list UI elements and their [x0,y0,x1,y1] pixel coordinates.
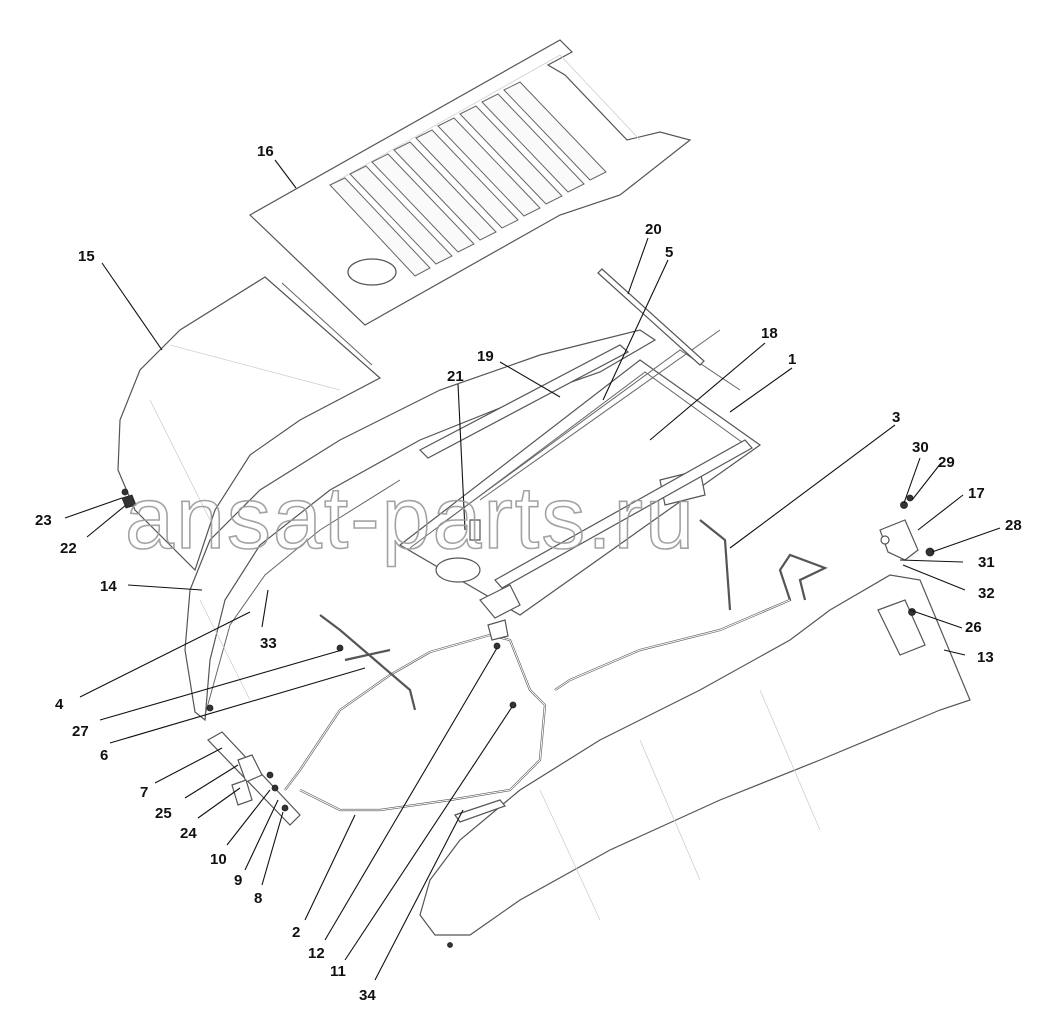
part-2-lower-tube-frame [284,619,547,812]
leader-lines [64,159,1001,981]
callout-14: 14 [100,578,117,595]
callout-9: 9 [234,872,242,889]
callout-1: 1 [788,351,796,368]
callout-25: 25 [155,805,172,822]
callout-28: 28 [1005,517,1022,534]
callout-15: 15 [78,248,95,265]
callout-8: 8 [254,890,262,907]
part-13-right-fender [419,574,971,936]
part-6-strut [319,614,417,711]
part-15-left-rear-shell [117,276,382,572]
callout-22: 22 [60,540,77,557]
callout-labels: 1 2 3 4 5 6 7 8 9 10 11 12 13 14 15 16 1… [35,143,1022,1004]
callout-5: 5 [665,244,673,261]
callout-21: 21 [447,368,464,385]
part-17-bracket [879,519,919,561]
callout-16: 16 [257,143,274,160]
part-20-rod [597,268,705,366]
part-16-top-grille-panel [249,39,692,326]
callout-10: 10 [210,851,227,868]
callout-2: 2 [292,924,300,941]
callout-12: 12 [308,945,325,962]
callout-31: 31 [978,554,995,571]
part-3-right-bracket [554,519,828,691]
callout-30: 30 [912,439,929,456]
callout-11: 11 [330,963,346,980]
callout-17: 17 [968,485,985,502]
callout-29: 29 [938,454,955,471]
callout-23: 23 [35,512,52,529]
callout-32: 32 [978,585,995,602]
callout-27: 27 [72,723,89,740]
callout-3: 3 [892,409,900,426]
callout-4: 4 [55,696,64,713]
callout-26: 26 [965,619,982,636]
callout-7: 7 [140,784,148,801]
callout-34: 34 [359,987,376,1004]
callout-24: 24 [180,825,197,842]
callout-6: 6 [100,747,108,764]
part-18-cross-rail [494,439,753,589]
callout-19: 19 [477,348,494,365]
part-19-upper-rail [418,344,630,459]
callout-20: 20 [645,221,662,238]
callout-18: 18 [761,325,778,342]
callout-13: 13 [977,649,994,666]
callout-33: 33 [260,635,277,652]
watermark-text: ansat-parts.ru [125,468,696,567]
